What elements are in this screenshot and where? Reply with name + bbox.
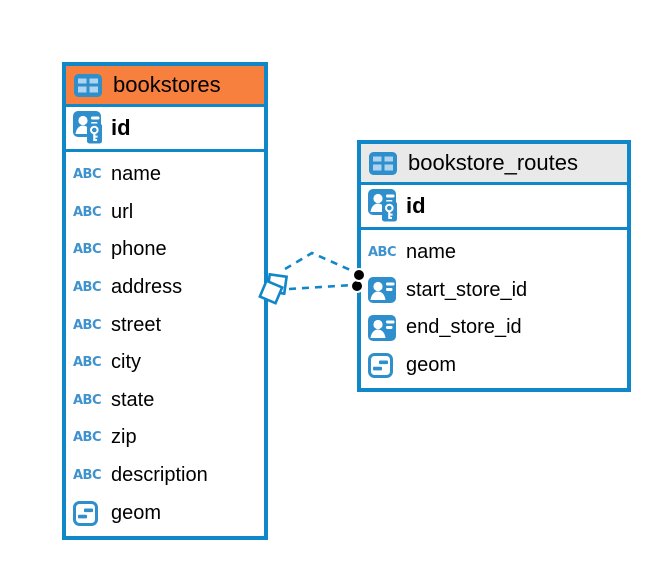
column-row[interactable]: start_store_id: [361, 272, 627, 310]
geometry-type-icon: [368, 353, 398, 379]
geometry-type-icon: [73, 500, 103, 526]
text-type-icon: ABC: [73, 280, 102, 296]
column-name: phone: [111, 238, 167, 261]
column-list: ABC name start_store_id: [361, 230, 627, 388]
text-type-icon: ABC: [73, 355, 102, 371]
column-row[interactable]: end_store_id: [361, 309, 627, 347]
column-row[interactable]: ABC street: [66, 306, 264, 344]
column-row[interactable]: ABC name: [66, 156, 264, 194]
relationship-line-upper: [284, 251, 358, 275]
column-row[interactable]: geom: [361, 347, 627, 385]
text-type-icon: ABC: [73, 317, 102, 333]
column-name: end_store_id: [406, 316, 522, 339]
column-row[interactable]: ABC city: [66, 344, 264, 382]
text-type-icon: ABC: [73, 242, 102, 258]
column-name: zip: [111, 426, 137, 449]
column-name: geom: [406, 354, 457, 377]
column-name: url: [111, 200, 134, 223]
table-bookstore-routes-header[interactable]: bookstore_routes: [361, 144, 627, 185]
column-row[interactable]: ABC zip: [66, 419, 264, 457]
table-title: bookstore_routes: [408, 150, 578, 175]
text-type-icon: ABC: [73, 430, 102, 446]
column-row[interactable]: ABC state: [66, 382, 264, 420]
relationship-line-lower: [288, 283, 354, 291]
column-row[interactable]: ABC url: [66, 194, 264, 232]
column-name: state: [111, 388, 155, 411]
column-name: name: [406, 241, 457, 264]
column-row-id[interactable]: id: [66, 107, 264, 152]
text-type-icon: ABC: [73, 204, 102, 220]
column-list: ABC name ABC url ABC phone ABC address A…: [66, 152, 264, 536]
column-name: name: [111, 163, 162, 186]
column-row[interactable]: ABC phone: [66, 231, 264, 269]
column-row[interactable]: geom: [66, 494, 264, 532]
reference-type-icon: [368, 314, 398, 341]
text-type-icon: ABC: [368, 245, 397, 261]
primary-key-name: id: [111, 115, 131, 140]
column-row-id[interactable]: id: [361, 185, 627, 230]
primary-key-name: id: [406, 193, 426, 218]
column-row[interactable]: ABC address: [66, 269, 264, 307]
table-bookstore-routes[interactable]: bookstore_routes id: [357, 140, 631, 393]
column-name: description: [111, 464, 208, 487]
text-type-icon: ABC: [73, 392, 102, 408]
column-row[interactable]: ABC description: [66, 457, 264, 495]
text-type-icon: ABC: [73, 167, 102, 183]
table-icon: [74, 73, 104, 97]
column-name: geom: [111, 501, 162, 524]
column-name: address: [111, 276, 183, 299]
table-title: bookstores: [113, 72, 221, 97]
table-icon: [369, 151, 399, 175]
primary-key-icon: [73, 111, 103, 145]
column-row[interactable]: ABC name: [361, 234, 627, 272]
column-name: city: [111, 351, 141, 374]
table-bookstores-header[interactable]: bookstores: [66, 66, 264, 107]
column-name: start_store_id: [406, 278, 528, 301]
text-type-icon: ABC: [73, 468, 102, 484]
table-bookstores[interactable]: bookstores id ABC: [62, 62, 268, 540]
reference-type-icon: [368, 277, 398, 304]
primary-key-icon: [368, 189, 398, 223]
column-name: street: [111, 313, 162, 336]
